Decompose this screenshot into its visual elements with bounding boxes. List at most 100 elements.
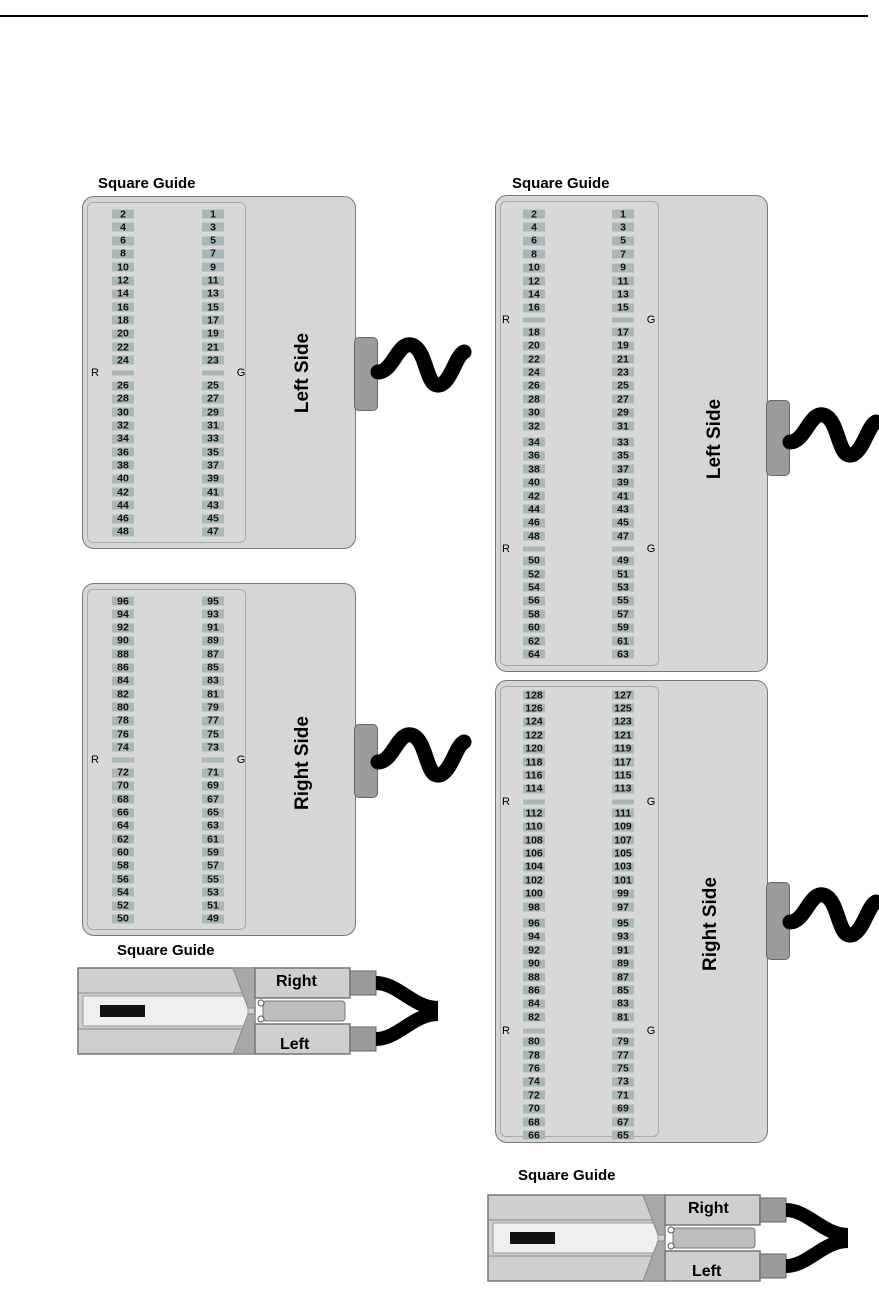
pin-55: 55 xyxy=(612,594,634,607)
pin-label: 86 xyxy=(528,984,540,997)
pin-label: 90 xyxy=(528,957,540,970)
pin-label: 93 xyxy=(617,930,629,943)
pin-36: 36 xyxy=(112,446,134,459)
pin-label: 36 xyxy=(528,449,540,462)
ground-ref-bar-g xyxy=(202,757,224,763)
pin-label: 76 xyxy=(528,1062,540,1075)
pin-label: 95 xyxy=(617,917,629,930)
pin-105: 105 xyxy=(612,847,634,860)
ground-ref-bar-g xyxy=(612,1028,634,1034)
pin-69: 69 xyxy=(202,779,224,792)
pin-label: 102 xyxy=(525,874,543,887)
pin-label: 70 xyxy=(117,779,129,792)
pin-112: 112 xyxy=(523,808,545,818)
pin-label: 90 xyxy=(117,634,129,647)
pin-84: 84 xyxy=(112,676,134,686)
pin-label: 105 xyxy=(614,847,632,860)
pin-label: 17 xyxy=(207,314,219,327)
pin-label: 16 xyxy=(117,301,129,314)
pin-label: 55 xyxy=(617,594,629,607)
pin-46: 46 xyxy=(523,518,545,528)
pin-label: 76 xyxy=(117,728,129,740)
pin-63: 63 xyxy=(612,649,634,660)
pin-label: 45 xyxy=(207,512,219,525)
pin-label: 2 xyxy=(531,208,537,220)
pin-28: 28 xyxy=(523,394,545,404)
pin-label: 22 xyxy=(528,353,540,365)
pin-73: 73 xyxy=(612,1077,634,1087)
pin-label: 97 xyxy=(617,901,629,913)
pin-29: 29 xyxy=(612,407,634,418)
pin-label: 103 xyxy=(614,860,632,873)
pin-67: 67 xyxy=(202,794,224,804)
pin-6: 6 xyxy=(112,235,134,246)
pin-label: 71 xyxy=(617,1089,629,1102)
pin-label: 107 xyxy=(614,834,632,846)
pin-label: 69 xyxy=(617,1102,629,1115)
pin-label: 69 xyxy=(207,779,219,792)
pin-83: 83 xyxy=(202,676,224,686)
pin-label: 120 xyxy=(525,742,543,755)
pin-23: 23 xyxy=(612,367,634,378)
pin-50: 50 xyxy=(112,914,134,924)
pin-label: 64 xyxy=(117,819,129,832)
pin-37: 37 xyxy=(202,459,224,472)
pin-label: 31 xyxy=(207,419,219,432)
pin-95: 95 xyxy=(202,596,224,606)
pin-label: 11 xyxy=(207,274,219,287)
pin-64: 64 xyxy=(523,649,545,660)
pin-label: 39 xyxy=(207,472,219,485)
pin-25: 25 xyxy=(202,380,224,391)
pin-5: 5 xyxy=(612,236,634,246)
pin-58: 58 xyxy=(523,609,545,619)
pin-label: 104 xyxy=(525,860,543,873)
pin-label: 4 xyxy=(531,221,537,234)
pin-16: 16 xyxy=(112,301,134,314)
pin-label: 83 xyxy=(617,997,629,1010)
pin-93: 93 xyxy=(202,609,224,620)
pin-label: 45 xyxy=(617,516,629,529)
pin-74: 74 xyxy=(523,1075,545,1088)
pin-72: 72 xyxy=(112,767,134,778)
pin-116: 116 xyxy=(523,770,545,781)
pin-label: 20 xyxy=(117,327,129,340)
pin-label: 119 xyxy=(614,742,632,755)
pin-59: 59 xyxy=(612,622,634,633)
pin-label: 52 xyxy=(528,568,540,580)
pin-label: 36 xyxy=(117,446,129,459)
pin-label: 96 xyxy=(117,595,129,607)
pin-96: 96 xyxy=(523,917,545,930)
pin-106: 106 xyxy=(523,848,545,859)
g-label: G xyxy=(236,367,246,379)
pin-label: 39 xyxy=(617,476,629,489)
pin-label: 15 xyxy=(617,301,629,314)
pin-39: 39 xyxy=(202,472,224,485)
pin-label: 108 xyxy=(525,834,543,846)
pin-label: 96 xyxy=(528,917,540,930)
pin-label: 127 xyxy=(614,689,632,701)
pin-118: 118 xyxy=(523,757,545,767)
pin-84: 84 xyxy=(523,997,545,1010)
pin-33: 33 xyxy=(202,434,224,444)
pin-58: 58 xyxy=(112,860,134,871)
pin-label: 50 xyxy=(528,554,540,567)
pin-label: 48 xyxy=(117,525,129,538)
pin-label: 48 xyxy=(528,530,540,543)
pin-label: 77 xyxy=(617,1049,629,1061)
pin-91: 91 xyxy=(202,622,224,633)
pin-98: 98 xyxy=(523,902,545,912)
pin-13: 13 xyxy=(612,289,634,300)
pin-label: 23 xyxy=(207,354,219,367)
pin-label: 44 xyxy=(528,503,540,516)
pin-label: 79 xyxy=(207,701,219,714)
pin-57: 57 xyxy=(202,860,224,871)
pin-label: 66 xyxy=(117,806,129,819)
pin-label: 74 xyxy=(528,1075,540,1088)
pin-label: 78 xyxy=(117,714,129,727)
pin-label: 37 xyxy=(207,459,219,472)
pin-92: 92 xyxy=(112,622,134,633)
pin-label: 60 xyxy=(117,846,129,859)
pin-label: 24 xyxy=(117,354,129,367)
pin-45: 45 xyxy=(202,512,224,525)
pin-label: 84 xyxy=(528,997,540,1010)
